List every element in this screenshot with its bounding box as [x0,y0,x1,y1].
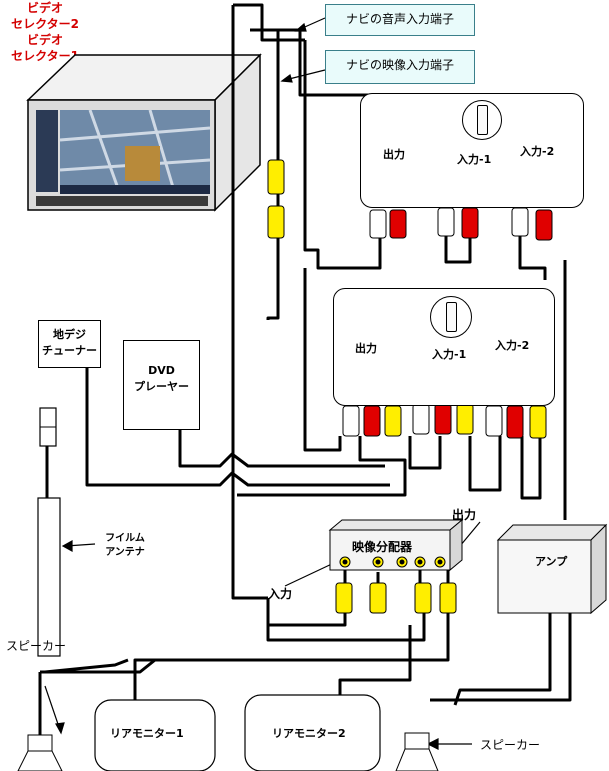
dvd-label-line2: プレーヤー [134,380,189,393]
speaker-right-label: スピーカー [480,738,541,752]
selector1-title-line1: ビデオ [26,33,63,47]
selector2-input2-label: 入力-2 [520,145,555,158]
selector2-title: ビデオ セレクター2 [0,0,90,32]
callout-label: ナビの映像入力端子 [345,58,454,72]
splitter-title: 映像分配器 [352,540,413,554]
rear-monitor-2-label: リアモニター2 [272,727,346,740]
splitter-output-label: 出力 [452,508,477,522]
dvd-label-line1: DVD [148,364,175,377]
selector2-title-line2: セレクター2 [11,17,79,31]
selector1-dial-icon [430,296,472,338]
amplifier [496,523,608,615]
splitter-input-label: 入力 [268,587,293,601]
video-splitter [328,518,464,572]
film-antenna-label: フイルム アンテナ [95,532,155,560]
navi-audio-input-callout: ナビの音声入力端子 [325,4,475,36]
amp-label: アンプ [535,555,568,568]
tuner-label-line1: 地デジ [53,328,86,341]
selector1-input2-label: 入力-2 [495,339,530,352]
navi-video-input-callout: ナビの映像入力端子 [325,50,475,84]
rear-monitors [94,694,381,771]
dvd-player: DVD プレーヤー [123,340,200,430]
film-antenna [37,407,61,657]
speaker-left-icon [17,734,63,771]
selector2-input1-label: 入力-1 [457,153,492,166]
selector2-title-line1: ビデオ [26,1,63,15]
rear-monitor-1-label: リアモニター1 [110,727,184,740]
navi-rca-plugs [267,159,285,239]
tuner-label-line2: チューナー [42,344,97,357]
selector1-title-line2: セレクター1 [11,49,79,63]
antenna-label-line1: フイルム [105,533,145,544]
selector2-plugs [369,207,553,241]
splitter-plugs [335,582,457,614]
antenna-label-line2: アンテナ [105,547,145,558]
selector1-output-label: 出力 [355,342,377,355]
digital-tv-tuner: 地デジ チューナー [38,320,101,368]
callout-label: ナビの音声入力端子 [345,12,454,26]
speaker-right-icon [395,732,439,771]
speaker-left-label: スピーカー [6,639,67,653]
selector1-input1-label: 入力-1 [432,348,467,361]
selector2-output-label: 出力 [383,148,405,161]
car-navigation-unit [26,53,262,212]
selector2-dial-icon [462,100,502,140]
splitter-jacks [339,556,446,568]
selector1-plugs [342,403,547,439]
selector1-title: ビデオ セレクター1 [0,32,90,64]
